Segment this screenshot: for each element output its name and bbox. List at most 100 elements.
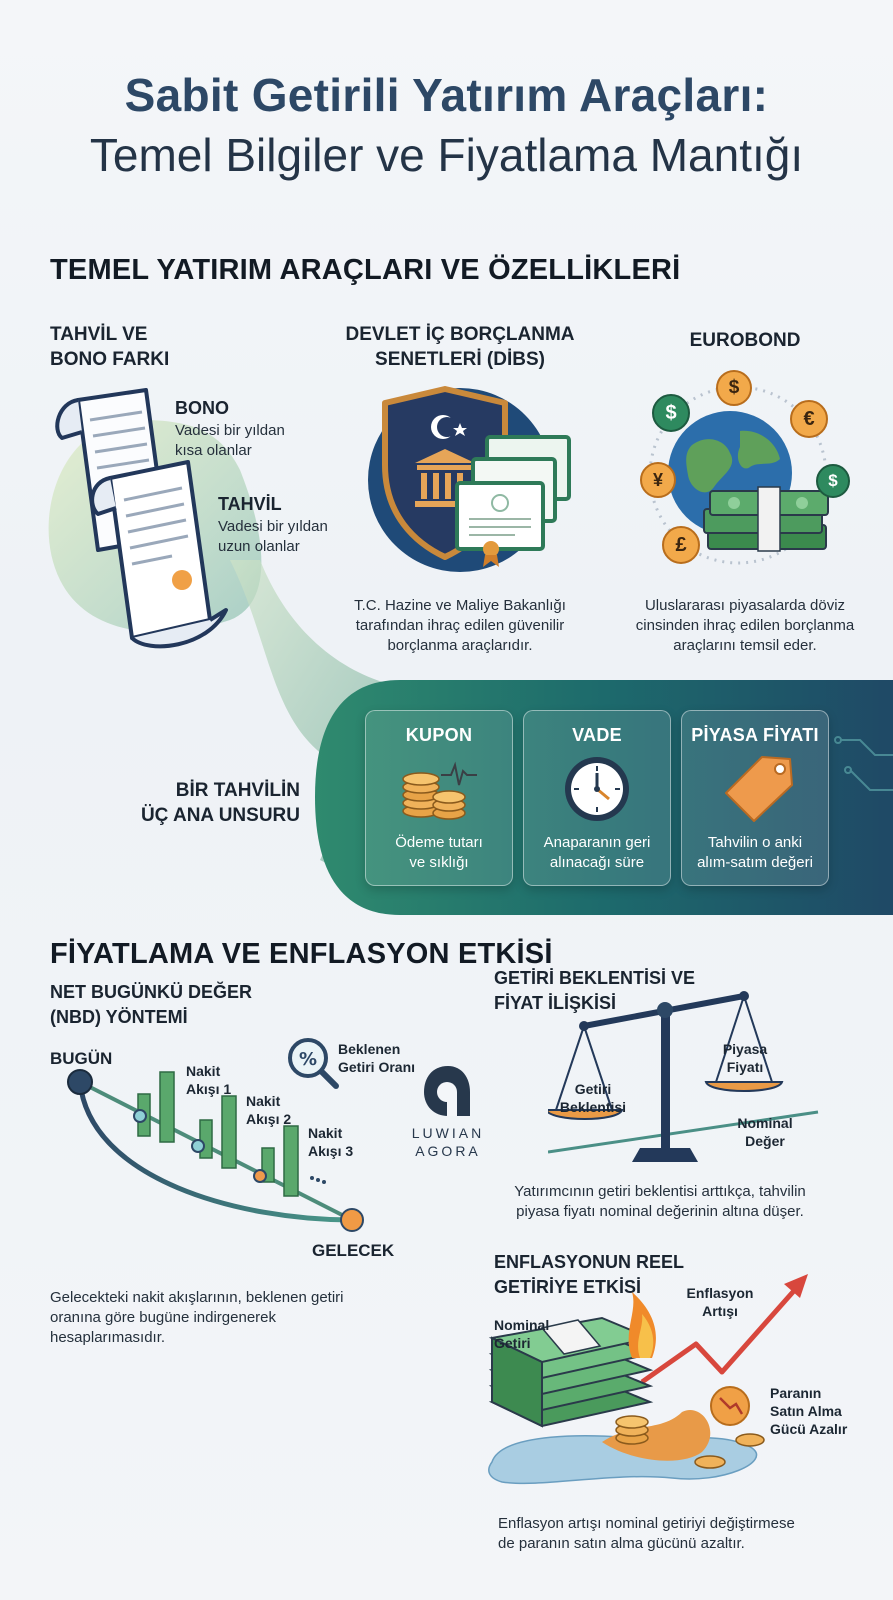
nominal-return-label: Nominal Getiri (494, 1316, 549, 1352)
eurobond-desc: Uluslararası piyasalarda döviz cinsinden… (615, 596, 875, 656)
cash-flow-2-line1: Nakit (246, 1093, 281, 1109)
dibs-desc-line2: tarafından ihraç edilen güvenilir (355, 617, 565, 634)
bono-block: BONO Vadesi bir yıldan kısa olanlar (175, 396, 285, 461)
tahvil-desc-line1: Vadesi bir yıldan (218, 518, 328, 535)
price-tag-icon (725, 756, 793, 822)
document-scroll-icon (55, 388, 228, 649)
card-kupon-desc: Ödeme tutarı ve sıklığı (366, 833, 512, 873)
percent-magnifier-icon: % (288, 1038, 339, 1089)
nominal-return-line2: Getiri (494, 1335, 531, 1351)
card-vade: VADE Anaparanın geri alınacağı süre (523, 710, 671, 886)
relation-title-line2: FİYAT İLİŞKİSİ (494, 993, 617, 1013)
card-piyasa-fiyati-desc-line1: Tahvilin o anki (707, 834, 803, 851)
dibs-title: DEVLET İÇ BORÇLANMA SENETLERİ (DİBS) (330, 322, 590, 372)
inflation-rise-line2: Artışı (702, 1303, 738, 1319)
nbd-future-label: GELECEK (312, 1241, 395, 1260)
inflation-desc-line2: de paranın satın alma gücünü azaltır. (498, 1535, 745, 1552)
cash-flow-1-label: Nakit Akışı 1 (186, 1062, 231, 1098)
card-vade-desc-line2: alınacağı süre (549, 854, 645, 871)
card-kupon-desc-line1: Ödeme tutarı (395, 834, 483, 851)
inflation-rise-line1: Enflasyon (686, 1285, 754, 1301)
card-piyasa-fiyati: PİYASA FİYATI Tahvilin o anki alım-satım… (681, 710, 829, 886)
purchasing-power-line3: Gücü Azalır (770, 1421, 848, 1437)
bono-desc-line2: kısa olanlar (175, 442, 252, 459)
pound-coin-icon: £ (662, 526, 700, 564)
nominal-return-line1: Nominal (494, 1317, 550, 1333)
svg-text:%: % (299, 1049, 317, 1070)
logo-text: LUWIAN AGORA (398, 1124, 498, 1160)
bond-elements-label: BİR TAHVİLİN ÜÇ ANA UNSURU (120, 778, 300, 828)
expected-return-rate-line2: Getiri Oranı (338, 1059, 416, 1075)
nominal-value-line2: Değer (745, 1133, 785, 1149)
tahvil-block: TAHVİL Vadesi bir yıldan uzun olanlar (218, 492, 328, 557)
cash-flow-1-line1: Nakit (186, 1063, 221, 1079)
card-vade-desc: Anaparanın geri alınacağı süre (524, 833, 670, 873)
card-vade-title: VADE (572, 725, 622, 745)
tahvil-bono-title-line1: TAHVİL VE (50, 324, 148, 345)
clock-icon (565, 757, 629, 821)
bono-desc-line1: Vadesi bir yıldan (175, 422, 285, 439)
expected-return-pan-line2: Beklentisi (559, 1099, 627, 1115)
inflation-rise-label: Enflasyon Artışı (680, 1284, 760, 1320)
inflation-title: ENFLASYONUN REEL GETİRİYE ETKİSİ (494, 1250, 684, 1300)
cash-flow-1-line2: Akışı 1 (186, 1081, 232, 1097)
globe-money-icon (648, 385, 829, 565)
inflation-money-melting-icon (488, 1274, 808, 1485)
government-shield-icon (368, 386, 571, 572)
nominal-value-label: Nominal Değer (720, 1114, 810, 1150)
card-piyasa-fiyati-desc: Tahvilin o anki alım-satım değeri (682, 833, 828, 873)
cash-flow-3-line1: Nakit (308, 1125, 343, 1141)
card-piyasa-fiyati-title: PİYASA FİYATI (691, 725, 819, 745)
cash-flow-2-label: Nakit Akışı 2 (246, 1092, 291, 1128)
cash-flow-2-line2: Akışı 2 (246, 1111, 292, 1127)
tahvil-bono-title-line2: BONO FARKI (50, 349, 170, 370)
npv-timeline-diagram (67, 1069, 364, 1232)
expected-return-pan-label: Getiri Beklentisi (548, 1080, 638, 1116)
section-heading-pricing: FİYATLAMA VE ENFLASYON ETKİSİ (50, 938, 553, 970)
euro-coin-icon: € (790, 400, 828, 438)
dibs-desc: T.C. Hazine ve Maliye Bakanlığı tarafınd… (320, 596, 600, 656)
logo-text-line1: LUWIAN (411, 1125, 485, 1141)
yen-coin-icon: ¥ (640, 462, 676, 498)
eurobond-title: EUROBOND (689, 330, 801, 351)
market-price-pan-line1: Piyasa (722, 1041, 768, 1057)
nbd-title-line1: NET BUGÜNKÜ DEĞER (50, 982, 253, 1002)
eurobond-desc-line1: Uluslararası piyasalarda döviz (644, 597, 846, 614)
page-title: Sabit Getirili Yatırım Araçları: (124, 69, 769, 121)
tahvil-desc-line2: uzun olanlar (218, 538, 300, 555)
luwian-agora-logo-icon (424, 1066, 470, 1116)
nbd-desc: Gelecekteki nakit akışlarının, beklenen … (50, 1288, 344, 1348)
cash-flow-3-line2: Akışı 3 (308, 1143, 354, 1159)
card-kupon: KUPON Ödeme tutarı ve sıklığı (365, 710, 513, 886)
expected-return-rate-line1: Beklenen (338, 1041, 401, 1057)
inflation-desc: Enflasyon artışı nominal getiriyi değişt… (498, 1514, 795, 1554)
purchasing-power-label: Paranın Satın Alma Gücü Azalır (770, 1384, 847, 1438)
nominal-value-line1: Nominal (737, 1115, 793, 1131)
relation-title: GETİRİ BEKLENTİSİ VE FİYAT İLİŞKİSİ (494, 966, 695, 1016)
dollar-coin-icon: $ (816, 464, 850, 498)
relation-desc-line2: piyasa fiyatı nominal değerinin altına d… (516, 1203, 804, 1220)
nbd-desc-line3: hesaplarımasıdır. (50, 1329, 166, 1346)
page-subtitle: Temel Bilgiler ve Fiyatlama Mantığı (89, 129, 804, 181)
dollar-coin-icon: $ (652, 394, 690, 432)
relation-title-line1: GETİRİ BEKLENTİSİ VE (494, 968, 696, 988)
card-kupon-title: KUPON (405, 725, 473, 745)
dollar-coin-icon: $ (716, 370, 752, 406)
section-heading-instruments: TEMEL YATIRIM ARAÇLARI VE ÖZELLİKLERİ (50, 254, 681, 286)
bond-elements-label-line2: ÜÇ ANA UNSURU (140, 805, 300, 826)
card-piyasa-fiyati-desc-line2: alım-satım değeri (697, 854, 813, 871)
balance-scale-icon (548, 991, 819, 1162)
nbd-title-line2: (NBD) YÖNTEMİ (50, 1007, 188, 1027)
inflation-title-line1: ENFLASYONUN REEL (494, 1252, 685, 1272)
inflation-desc-line1: Enflasyon artışı nominal getiriyi değişt… (498, 1515, 795, 1532)
expected-return-pan-line1: Getiri (574, 1081, 612, 1097)
nbd-today-label: BUGÜN (50, 1049, 113, 1068)
eurobond-desc-line3: araçlarını temsil eder. (673, 637, 817, 654)
purchasing-power-line2: Satın Alma (770, 1403, 842, 1419)
dibs-title-line1: DEVLET İÇ BORÇLANMA (345, 324, 575, 345)
purchasing-power-line1: Paranın (770, 1385, 822, 1401)
cash-flow-3-label: Nakit Akışı 3 (308, 1124, 353, 1160)
relation-desc-line1: Yatırımcının getiri beklentisi arttıkça,… (514, 1183, 806, 1200)
bond-elements-label-line1: BİR TAHVİLİN (175, 780, 300, 801)
dibs-desc-line1: T.C. Hazine ve Maliye Bakanlığı (354, 597, 566, 614)
